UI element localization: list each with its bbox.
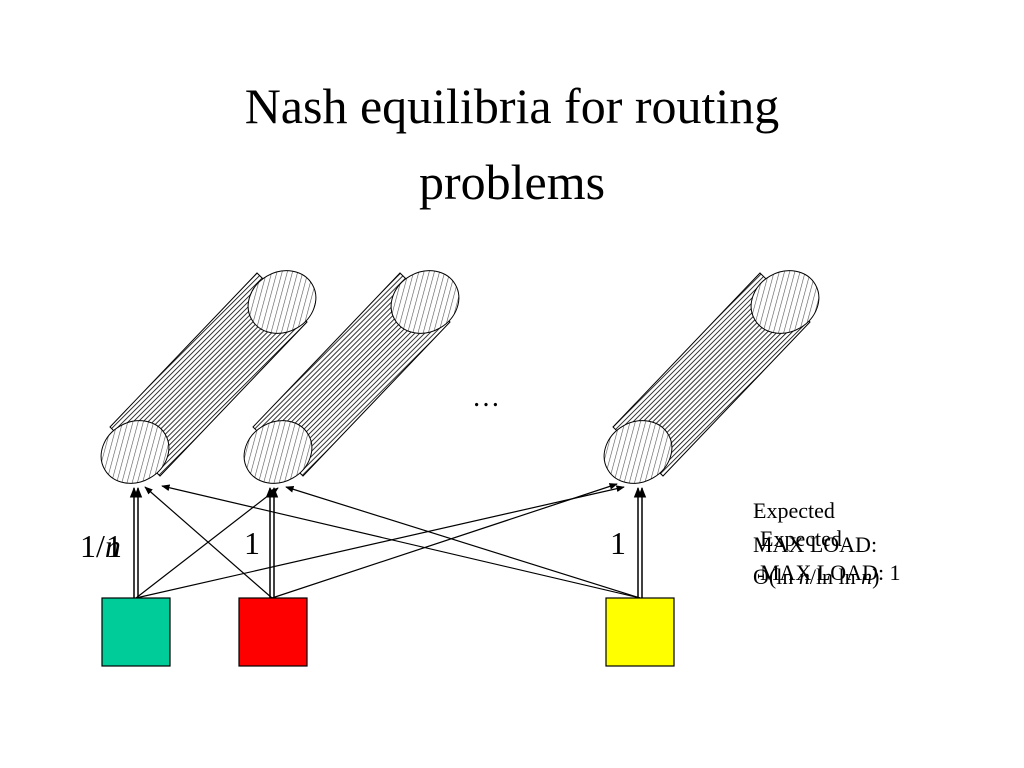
expected-load-nash-line-1: Expected — [753, 498, 835, 523]
user-square-green — [101, 597, 171, 667]
direct-arrows — [129, 486, 647, 598]
link-1-label-one: 1 — [106, 528, 122, 564]
cross-arrows — [135, 483, 641, 599]
expected-load-optimal-line-1: Expected — [760, 526, 842, 551]
link-2-label: 1 — [244, 525, 260, 561]
expected-load-nash-line-3: Θ(ln n/ln ln n) — [753, 564, 880, 589]
link-3-label: 1 — [610, 525, 626, 561]
link-cylinder-1 — [100, 270, 317, 484]
expected-load-optimal: Expected MAX LOAD: 1 — [760, 527, 901, 585]
slide-title: Nash equilibria for routing problems — [0, 68, 1024, 220]
expected-load-nash: Expected MAX LOAD: Θ(ln n/ln ln n) — [753, 499, 880, 589]
title-line-2: problems — [418, 154, 606, 210]
link-cylinder-2 — [243, 270, 460, 484]
link-1-label-fraction: 1/n — [80, 528, 121, 564]
title-line-1: Nash equilibria for routing — [244, 78, 780, 134]
user-square-yellow — [605, 597, 675, 667]
ellipsis: … — [472, 382, 500, 413]
expected-load-nash-line-2: MAX LOAD: — [753, 532, 878, 557]
expected-load-optimal-line-2: MAX LOAD: 1 — [760, 560, 901, 585]
user-square-red — [238, 597, 308, 667]
link-cylinder-3 — [603, 270, 820, 484]
